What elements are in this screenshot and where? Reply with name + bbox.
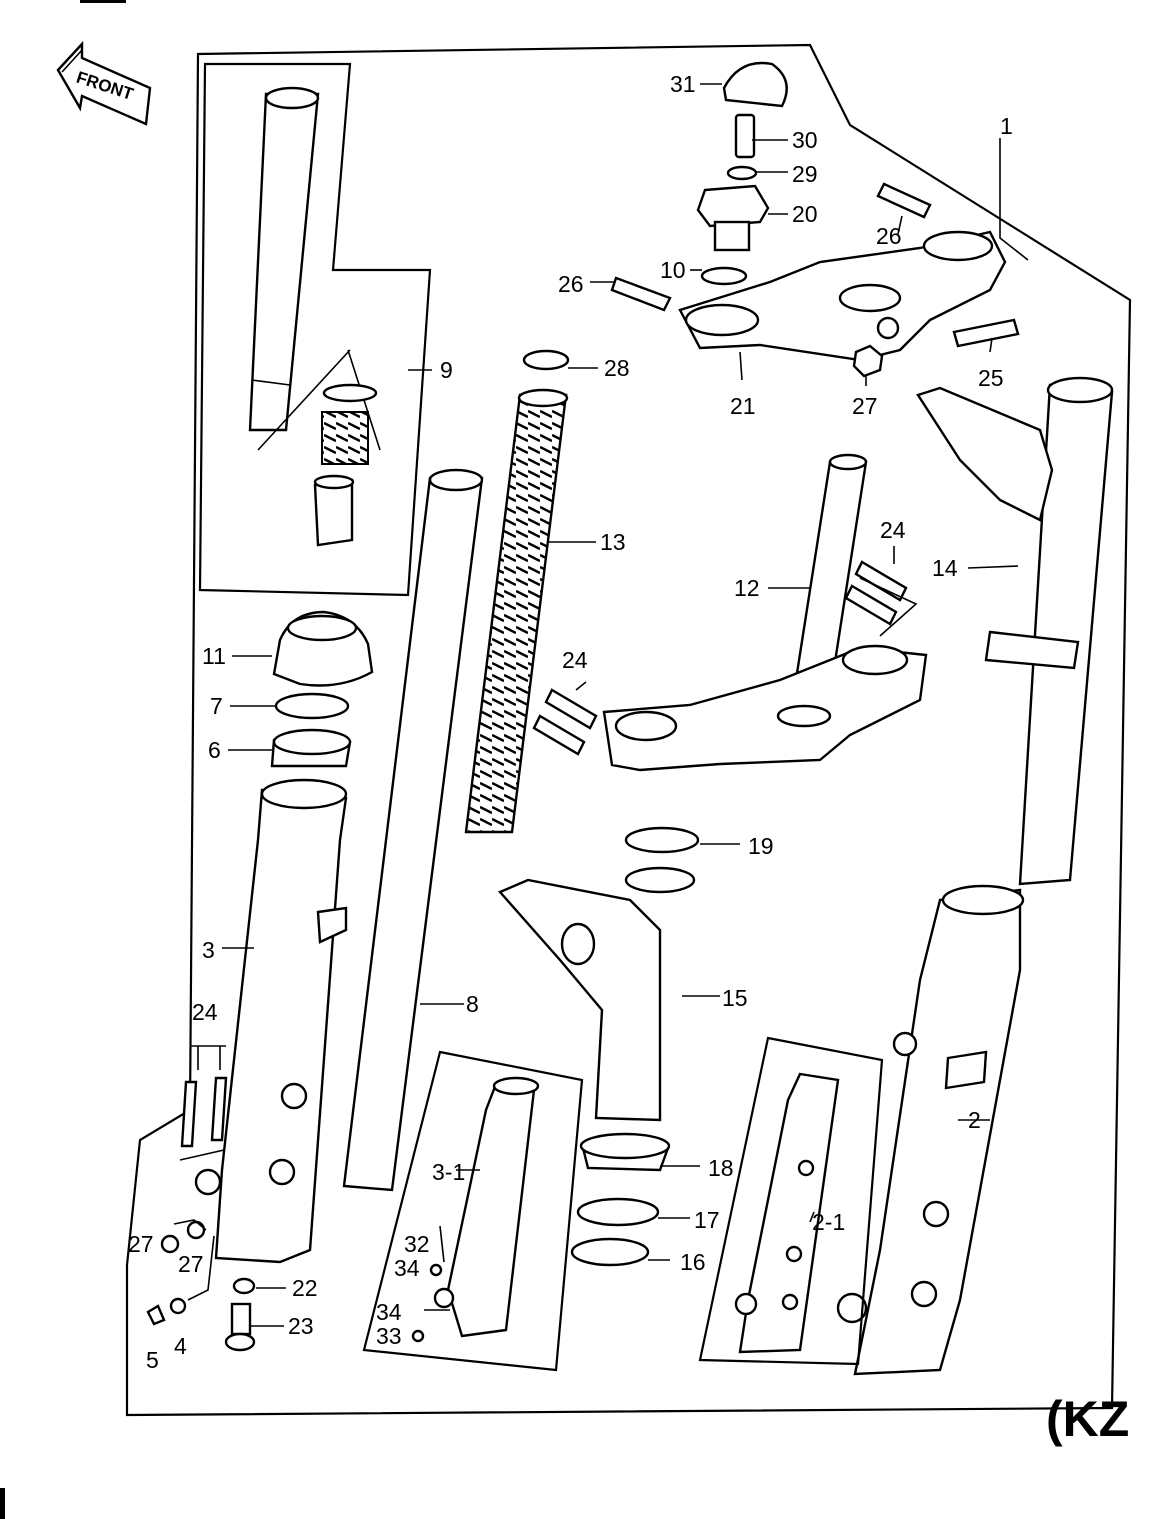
part-31-cap — [722, 61, 788, 108]
label-16: 16 — [680, 1249, 706, 1275]
label-27-lower: 27 — [178, 1251, 204, 1277]
label-33: 33 — [376, 1323, 402, 1349]
inset-right-outer-tube-variant — [698, 1036, 884, 1366]
part-10-o-ring — [700, 266, 748, 286]
label-12: 12 — [734, 575, 760, 601]
inset-small-spring — [321, 411, 369, 465]
label-20: 20 — [792, 201, 818, 227]
label-26-right: 26 — [876, 223, 902, 249]
label-11: 11 — [202, 643, 226, 669]
part-24-bolt-left-a — [180, 1080, 198, 1148]
part-27-nut-a — [160, 1234, 180, 1254]
label-34-lower: 34 — [376, 1299, 402, 1325]
label-23: 23 — [288, 1313, 314, 1339]
inset-fork-damper-kit — [198, 62, 432, 597]
assembly-boundary — [125, 43, 1132, 1417]
part-29-o-ring — [726, 165, 758, 181]
part-26-bolt-right — [876, 182, 932, 219]
part-24-bracket-lines — [859, 577, 918, 637]
part-26-bolt-left — [610, 276, 672, 312]
part-16-ring — [570, 1237, 650, 1267]
label-4: 4 — [174, 1333, 187, 1359]
label-2: 2 — [968, 1107, 981, 1133]
label-21: 21 — [730, 393, 756, 419]
label-8: 8 — [466, 991, 479, 1017]
part-15-headlight-bracket — [498, 866, 696, 1122]
part-24-bolt-d — [844, 584, 898, 626]
label-19: 19 — [748, 833, 774, 859]
part-6-oil-seal — [270, 728, 352, 768]
part-24-bolt-left-b — [210, 1076, 228, 1142]
model-code: (KZ — [1046, 1391, 1129, 1447]
inset-left-outer-tube-variant — [362, 1050, 584, 1372]
part-13-fork-spring — [464, 388, 569, 834]
label-3: 3 — [202, 937, 215, 963]
part-11-dust-seal — [272, 610, 374, 687]
label-28: 28 — [604, 355, 630, 381]
part-27-nut — [852, 344, 884, 378]
edge-mark-bottom — [0, 1488, 5, 1519]
part-27-connector-lines — [173, 1219, 215, 1301]
label-24-left: 24 — [192, 999, 218, 1025]
edge-mark-top — [80, 0, 126, 3]
label-27-left: 27 — [128, 1231, 154, 1257]
part-20-top-plug — [696, 184, 770, 252]
label-1: 1 — [1000, 113, 1013, 139]
label-5: 5 — [146, 1347, 159, 1373]
label-31: 31 — [670, 71, 696, 97]
part-17-ring — [576, 1197, 660, 1227]
part-2-right-outer-tube — [836, 884, 1025, 1376]
label-3-1: 3-1 — [432, 1159, 465, 1185]
label-9: 9 — [440, 357, 453, 383]
label-26-left: 26 — [558, 271, 584, 297]
label-34-upper: 34 — [394, 1255, 420, 1281]
part-25-bolt — [952, 318, 1020, 348]
label-18: 18 — [708, 1155, 734, 1181]
part-24-bolt-b — [532, 714, 586, 756]
leader-lines — [222, 83, 1029, 1327]
part-5-bolt — [146, 1304, 166, 1326]
label-32: 32 — [404, 1231, 430, 1257]
part-24-bolt-a — [544, 688, 598, 730]
label-24-right: 24 — [880, 517, 906, 543]
callout-labels: 1 2 2-1 3 3-1 4 5 6 7 8 9 10 11 12 13 14… — [128, 71, 1013, 1373]
part-30-valve — [734, 113, 756, 159]
front-arrow-icon: FRONT — [56, 40, 152, 126]
part-7-circlip — [274, 692, 350, 720]
label-22: 22 — [292, 1275, 318, 1301]
label-30: 30 — [792, 127, 818, 153]
part-24-left-bracket-lines — [179, 1045, 226, 1161]
part-22-washer — [232, 1277, 256, 1295]
part-23-drain-bolt — [224, 1302, 256, 1352]
label-7: 7 — [210, 693, 223, 719]
label-2-1: 2-1 — [812, 1209, 845, 1235]
part-4-gasket — [169, 1297, 187, 1315]
part-8-inner-tube — [342, 468, 484, 1192]
label-15: 15 — [722, 985, 748, 1011]
part-28-spring-seat — [522, 349, 570, 371]
label-6: 6 — [208, 737, 221, 763]
part-21-upper-bracket — [678, 230, 1007, 362]
part-27-nut-b — [186, 1220, 206, 1240]
label-25: 25 — [978, 365, 1004, 391]
label-17: 17 — [694, 1207, 720, 1233]
label-13: 13 — [600, 529, 626, 555]
label-24-center: 24 — [562, 647, 588, 673]
part-19-ring — [624, 826, 700, 854]
part-18-spacer — [579, 1132, 671, 1172]
label-27-top: 27 — [852, 393, 878, 419]
part-12-stem-lower-bracket — [602, 453, 928, 772]
part-3-left-outer-tube — [194, 778, 348, 1264]
label-29: 29 — [792, 161, 818, 187]
part-24-bolt-c — [854, 560, 908, 602]
part-14-right-fork-tube — [916, 376, 1114, 886]
label-14: 14 — [932, 555, 958, 581]
label-10: 10 — [660, 257, 686, 283]
